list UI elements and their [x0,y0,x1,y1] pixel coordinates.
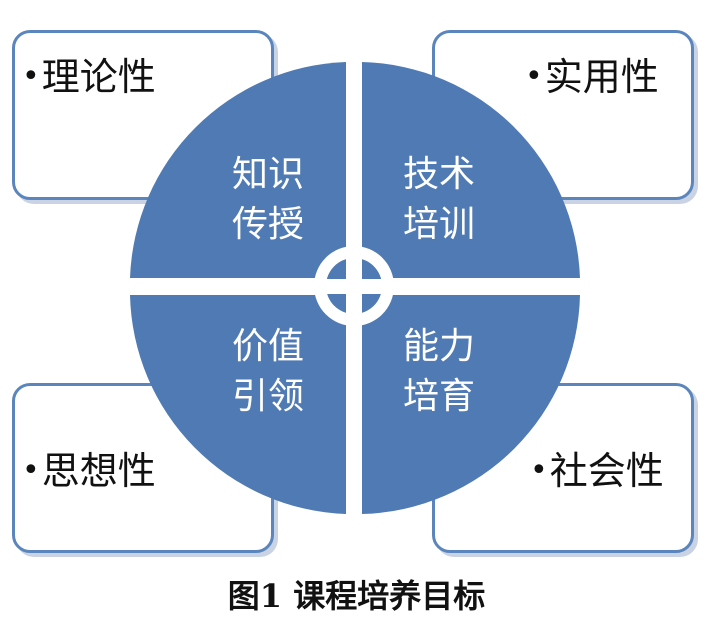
corner-text: 理论性 [41,55,156,99]
corner-text: 实用性 [544,55,659,99]
bullet-icon: • [525,59,543,94]
figure-caption: 图1 课程培养目标 [227,577,486,615]
quadrant-label-values: 价值 引领 [218,322,318,422]
corner-text: 思想性 [41,449,156,493]
center-dot [345,277,363,295]
quadrant-line: 培育 [402,376,475,417]
bullet-icon: • [530,453,548,488]
quadrant-line: 培训 [402,204,475,245]
quadrant-line: 技术 [402,154,475,195]
bullet-icon: • [22,453,40,488]
quadrant-label-ability: 能力 培育 [389,322,489,422]
quadrant-line: 能力 [402,326,475,367]
corner-text: 社会性 [549,449,664,493]
quadrant-bottom-left [130,295,346,514]
quadrant-line: 引领 [231,376,304,417]
quadrant-line: 价值 [231,326,304,367]
corner-label-theory: •理论性 [22,58,156,96]
quadrant-top-right [362,62,580,278]
quadrant-label-skills: 技术 培训 [389,150,489,250]
quadrant-label-knowledge: 知识 传授 [218,150,318,250]
wheel-quadrants [130,62,580,514]
bullet-icon: • [22,59,40,94]
quadrant-top-left [130,62,346,278]
quadrant-bottom-right [362,295,580,514]
quadrant-line: 传授 [231,204,304,245]
corner-label-sociality: •社会性 [530,452,664,490]
quadrant-line: 知识 [231,154,304,195]
corner-label-practicality: •实用性 [525,58,659,96]
corner-label-ideology: •思想性 [22,452,156,490]
